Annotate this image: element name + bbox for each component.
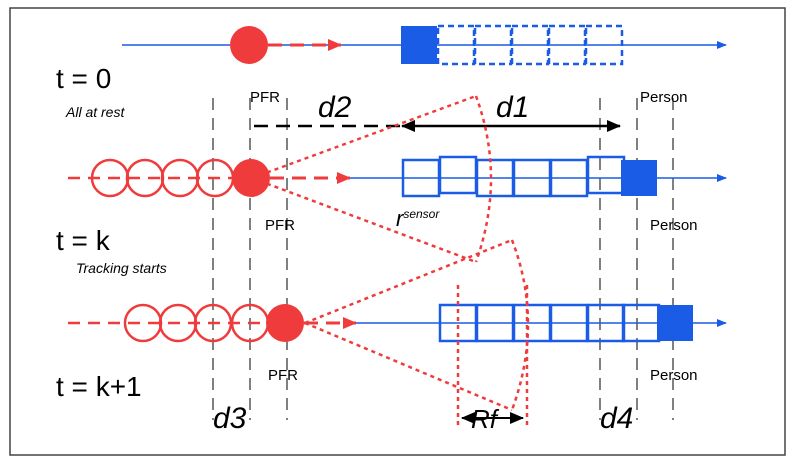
d3-label: d3 <box>213 402 247 435</box>
d4-label: d4 <box>600 402 633 435</box>
row-tk-person-past <box>438 155 478 195</box>
pfr-label-tk1: PFR <box>268 367 298 384</box>
rf-label: Rf <box>471 404 500 434</box>
row-tk1-pfr-robot <box>266 304 304 342</box>
time-label-tk1: t = k+1 <box>56 371 142 402</box>
sensor-range-label: rsensor <box>396 206 440 231</box>
row-tk: t = k Tracking starts PFR Person rsensor <box>56 94 727 276</box>
person-label-t0: Person <box>640 89 688 106</box>
row-tk-sensor-ray-top <box>251 94 477 180</box>
row-tk1-sensor-arc <box>510 239 530 411</box>
row-t0-future-box <box>547 24 587 66</box>
row-tk-pfr-robot <box>232 159 270 197</box>
time-label-tk: t = k <box>56 225 111 256</box>
caption-tk: Tracking starts <box>76 260 167 276</box>
frame-border <box>9 7 786 456</box>
row-t0-future-box <box>510 24 550 66</box>
row-tk1-person-trail <box>438 303 661 343</box>
row-tk-person-trail <box>401 155 626 198</box>
row-t0-future-box <box>584 24 624 66</box>
row-t0-future-box <box>473 24 513 66</box>
person-label-tk1: Person <box>650 367 698 384</box>
d2-label: d2 <box>318 91 352 124</box>
row-tk1-past-robot-positions <box>123 303 270 343</box>
row-tk1-sensor-ray-bottom <box>304 321 513 412</box>
time-label-t0: t = 0 <box>56 63 111 94</box>
row-tk1-sensor-ray-top <box>304 238 513 325</box>
d1-label: d1 <box>496 91 529 124</box>
row-tk-person-current <box>621 160 657 196</box>
row-t0-future-positions <box>436 24 624 66</box>
row-t0-future-box <box>436 24 476 66</box>
row-t0: t = 0 All at rest PFR Person <box>56 24 727 120</box>
vertical-guides <box>212 98 674 420</box>
row-tk1: Rf t = k+1 PFR Person <box>56 238 727 434</box>
row-t0-pfr-robot <box>230 26 268 64</box>
row-tk-sensor-cone <box>251 94 493 264</box>
row-tk1-person-current <box>657 305 693 341</box>
person-label-tk: Person <box>650 217 698 234</box>
row-t0-person-start <box>401 26 437 64</box>
row-tk-past-robot-positions <box>90 158 235 198</box>
row-tk1-sensor-cone <box>304 238 530 412</box>
pfr-label-t0: PFR <box>250 89 280 106</box>
row-tk-person-past <box>586 155 626 195</box>
pfr-label-tk: PFR <box>265 217 295 234</box>
caption-t0: All at rest <box>65 104 125 120</box>
